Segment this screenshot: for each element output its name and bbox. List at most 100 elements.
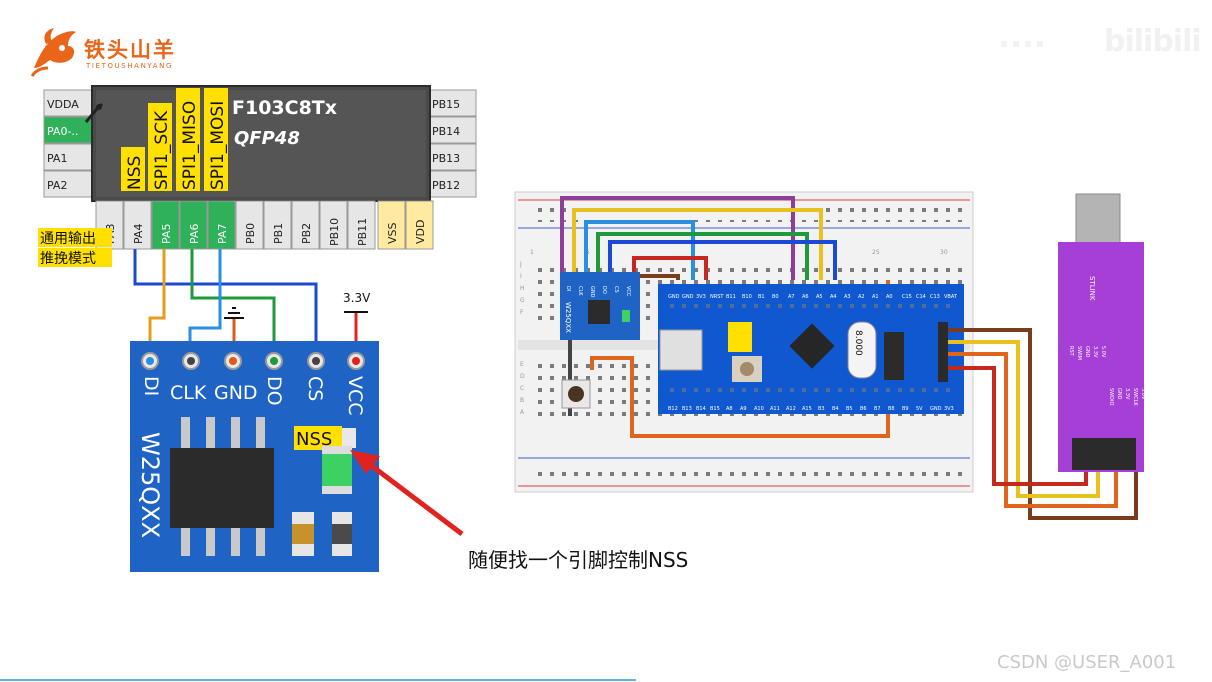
svg-text:GND: GND (668, 294, 680, 300)
pin-label: PA6 (188, 224, 201, 244)
svg-text:SWDIO: SWDIO (1108, 388, 1114, 405)
pin-label: PA2 (47, 179, 67, 192)
footer-watermark: CSDN @USER_A001 (997, 652, 1177, 673)
swd-wires (948, 328, 1138, 520)
boot-jumpers (728, 322, 752, 352)
svg-text:3.3V: 3.3V (1124, 388, 1130, 400)
schematic-wires (133, 249, 358, 356)
stlink-name: STLINK (1088, 276, 1096, 301)
svg-text:GND: GND (930, 406, 942, 412)
nss-label: NSS (296, 429, 332, 450)
gpio-note-bg (38, 248, 112, 267)
annotation-caption: 随便找一个引脚控制NSS (468, 548, 689, 572)
pin-marker-dot (96, 104, 102, 110)
regulator (884, 332, 904, 380)
board-header-holes (666, 304, 958, 312)
pin-label: PB11 (356, 218, 369, 246)
svg-text:B5: B5 (846, 406, 853, 412)
spi-signal-labels: NSS SPI1_SCK SPI1_MISO SPI1_MOSI (121, 88, 228, 191)
pin-label: VSS (386, 222, 399, 244)
svg-text:B11: B11 (726, 294, 736, 300)
usb-port-icon (659, 329, 703, 371)
mini-flash-chip (588, 300, 610, 324)
svg-text:DO: DO (601, 286, 607, 294)
pin-label: PA1 (47, 152, 67, 165)
module-pin-vcc: VCC (344, 376, 366, 416)
svg-text:5V: 5V (916, 406, 923, 412)
svg-text:SWIM: SWIM (1076, 346, 1082, 360)
board-bottom-pin-labels: B12 B13 B14 B15 A8 A9 A10 A11 A12 A15 B3… (668, 406, 954, 412)
svg-text:3V3: 3V3 (696, 294, 706, 300)
pin-label: VDDA (47, 98, 79, 111)
svg-text:CS: CS (613, 286, 619, 293)
svg-text:25: 25 (872, 249, 880, 256)
svg-text:GND: GND (1116, 388, 1122, 400)
svg-text:VCC: VCC (625, 286, 631, 297)
spi-label-miso: SPI1_MISO (180, 101, 200, 190)
svg-text:A2: A2 (858, 294, 865, 300)
svg-text:A5: A5 (816, 294, 823, 300)
mcu-left-pins: VDDA PA0-.. PA1 PA2 (43, 89, 93, 198)
svg-text:5.0V: 5.0V (1140, 388, 1146, 400)
gpio-note-line1: 通用输出 (40, 231, 96, 247)
svg-text:A7: A7 (788, 294, 795, 300)
brand-title: 铁头山羊 (84, 38, 176, 62)
svg-text:H: H (520, 285, 525, 292)
svg-text:B14: B14 (696, 406, 706, 412)
svg-text:GND: GND (1084, 346, 1090, 358)
svg-text:C: C (520, 385, 524, 392)
mcu-right-pins: PB15 PB14 PB13 PB12 (429, 89, 477, 198)
mini-module-name: W25QXX (564, 302, 572, 333)
svg-text:B0: B0 (772, 294, 779, 300)
svg-text:B7: B7 (874, 406, 881, 412)
spi-label-sck: SPI1_SCK (152, 110, 172, 190)
pointer-arrow-icon (350, 450, 464, 536)
spi-label-mosi: SPI1_MOSI (208, 101, 228, 190)
svg-text:E: E (520, 361, 524, 368)
svg-text:3.3V: 3.3V (1092, 346, 1098, 358)
svg-text:A9: A9 (740, 406, 747, 412)
reset-key-cap (740, 362, 754, 376)
crystal-icon (847, 321, 877, 379)
module-pin-gnd: GND (214, 382, 258, 404)
mcu-package: QFP48 (234, 128, 300, 149)
svg-text:A3: A3 (844, 294, 851, 300)
svg-text:3V3: 3V3 (944, 406, 954, 412)
svg-text:B1: B1 (758, 294, 765, 300)
power-rail-holes (532, 464, 962, 480)
spi-label-nss: NSS (125, 156, 145, 190)
bottom-accent-line (0, 679, 636, 681)
svg-text:B15: B15 (710, 406, 720, 412)
svg-text:A11: A11 (770, 406, 780, 412)
pin-label: PB12 (432, 179, 460, 192)
stlink-right-pins: SWDIO GND 3.3V SWCLK 5.0V (1108, 388, 1146, 406)
board-header-holes (666, 388, 958, 396)
ground-symbol-icon (224, 307, 244, 319)
svg-text:B12: B12 (668, 406, 678, 412)
nss-led (322, 452, 352, 488)
svg-text:CLK: CLK (577, 286, 583, 296)
stlink-dongle (1058, 242, 1144, 472)
row-letters: J I H G F E D C B A (519, 261, 525, 416)
svg-text:J: J (519, 261, 522, 268)
svg-text:A: A (520, 409, 525, 416)
board-top-pin-labels: GND GND 3V3 NRST B11 B10 B1 B0 A7 A6 A5 … (668, 294, 958, 300)
svg-text:C14: C14 (916, 294, 926, 300)
svg-text:B13: B13 (682, 406, 692, 412)
pin-label: PB10 (328, 218, 341, 246)
module-pin-do: DO (263, 376, 285, 406)
svg-text:NRST: NRST (710, 294, 724, 300)
svg-text:30: 30 (940, 249, 948, 256)
pin-label: PB14 (432, 125, 460, 138)
svg-text:B6: B6 (860, 406, 867, 412)
svg-text:A0: A0 (886, 294, 893, 300)
reset-button-cap (568, 386, 584, 402)
platform-logo: bilibili (1104, 24, 1202, 59)
module-header-pins (141, 352, 365, 370)
pin-label: PB1 (272, 223, 285, 244)
gpio-note-line2: 推挽模式 (40, 251, 96, 267)
module-pin-di: DI (140, 376, 162, 396)
svg-text:B4: B4 (832, 406, 839, 412)
brand-logo (26, 24, 206, 80)
svg-text:G: G (520, 297, 525, 304)
